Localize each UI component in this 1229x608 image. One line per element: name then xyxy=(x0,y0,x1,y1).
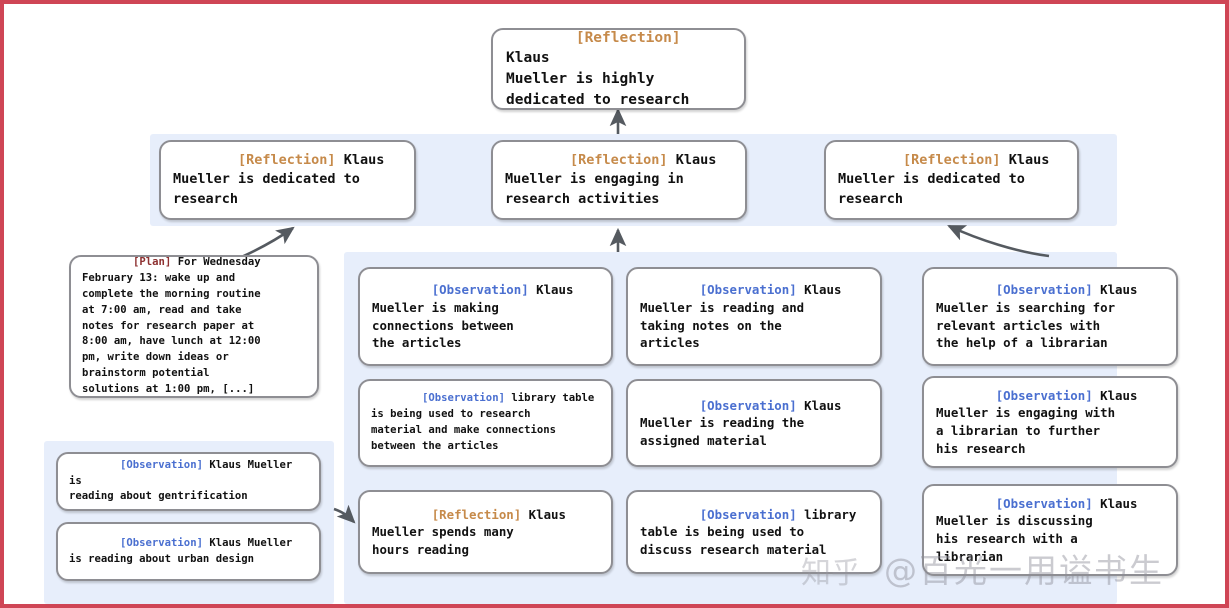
node-root-reflection[interactable]: [Reflection] Klaus Mueller is highly ded… xyxy=(491,28,746,110)
tag-observation: [Observation] xyxy=(699,282,797,298)
node-column-c-1-text: Klaus Mueller is searching for relevant … xyxy=(936,282,1138,351)
tag-reflection: [Reflection] xyxy=(570,152,668,169)
tag-reflection: [Reflection] xyxy=(575,29,681,46)
tag-observation: [Observation] xyxy=(422,392,505,405)
node-root-reflection-text: Klaus Mueller is highly dedicated to res… xyxy=(506,50,690,108)
watermark-handle: @百光一用谥书生 xyxy=(884,551,1164,590)
node-column-a-1-text: Klaus Mueller is making connections betw… xyxy=(372,282,574,351)
node-column-c-1[interactable]: [Observation] Klaus Mueller is searching… xyxy=(922,267,1178,366)
node-reflection-right-text: Klaus Mueller is dedicated to research xyxy=(838,152,1050,207)
tag-reflection: [Reflection] xyxy=(903,152,1001,169)
tag-observation: [Observation] xyxy=(120,458,203,471)
node-column-b-2-text: Klaus Mueller is reading the assigned ma… xyxy=(640,397,842,448)
node-column-b-1[interactable]: [Observation] Klaus Mueller is reading a… xyxy=(626,267,882,366)
node-column-c-3-text: Klaus Mueller is discussing his research… xyxy=(936,495,1138,564)
tag-observation: [Observation] xyxy=(431,282,529,298)
tag-observation: [Observation] xyxy=(995,495,1093,511)
node-left-observation-2-text: Klaus Mueller is reading about urban des… xyxy=(69,536,293,565)
node-left-observation-1[interactable]: [Observation] Klaus Mueller is reading a… xyxy=(56,452,321,511)
tag-reflection: [Reflection] xyxy=(431,506,522,522)
tag-observation: [Observation] xyxy=(120,536,203,549)
node-column-b-3[interactable]: [Observation] library table is being use… xyxy=(626,490,882,574)
node-column-a-3[interactable]: [Reflection] Klaus Mueller spends many h… xyxy=(358,490,613,574)
tag-observation: [Observation] xyxy=(995,387,1093,403)
node-column-a-2-text: library table is being used to research … xyxy=(371,392,595,452)
node-column-a-3-text: Klaus Mueller spends many hours reading xyxy=(372,506,566,557)
node-column-b-1-text: Klaus Mueller is reading and taking note… xyxy=(640,282,842,351)
node-column-c-2-text: Klaus Mueller is engaging with a librari… xyxy=(936,387,1138,456)
node-column-c-2[interactable]: [Observation] Klaus Mueller is engaging … xyxy=(922,376,1178,468)
node-column-a-1[interactable]: [Observation] Klaus Mueller is making co… xyxy=(358,267,613,366)
diagram-canvas: [Reflection] Klaus Mueller is highly ded… xyxy=(4,4,1225,604)
node-column-b-3-text: library table is being used to discuss r… xyxy=(640,506,857,557)
node-reflection-left[interactable]: [Reflection] Klaus Mueller is dedicated … xyxy=(159,140,416,220)
watermark-site: 知乎 xyxy=(801,556,861,591)
node-reflection-right[interactable]: [Reflection] Klaus Mueller is dedicated … xyxy=(824,140,1079,220)
node-column-a-2[interactable]: [Observation] library table is being use… xyxy=(358,379,613,467)
node-reflection-left-text: Klaus Mueller is dedicated to research xyxy=(173,152,385,207)
tag-reflection: [Reflection] xyxy=(238,152,336,169)
node-column-c-3[interactable]: [Observation] Klaus Mueller is discussin… xyxy=(922,484,1178,576)
node-column-b-2[interactable]: [Observation] Klaus Mueller is reading t… xyxy=(626,379,882,467)
tag-observation: [Observation] xyxy=(699,397,797,413)
node-left-observation-1-text: Klaus Mueller is reading about gentrific… xyxy=(69,458,293,503)
node-plan-text: For Wednesday February 13: wake up and c… xyxy=(82,256,261,396)
tag-observation: [Observation] xyxy=(699,506,797,522)
node-left-observation-2[interactable]: [Observation] Klaus Mueller is reading a… xyxy=(56,522,321,581)
tag-observation: [Observation] xyxy=(995,282,1093,298)
tag-plan: [Plan] xyxy=(133,256,172,268)
node-reflection-center[interactable]: [Reflection] Klaus Mueller is engaging i… xyxy=(491,140,747,220)
node-plan[interactable]: [Plan] For Wednesday February 13: wake u… xyxy=(69,255,319,398)
node-reflection-center-text: Klaus Mueller is engaging in research ac… xyxy=(505,152,717,207)
